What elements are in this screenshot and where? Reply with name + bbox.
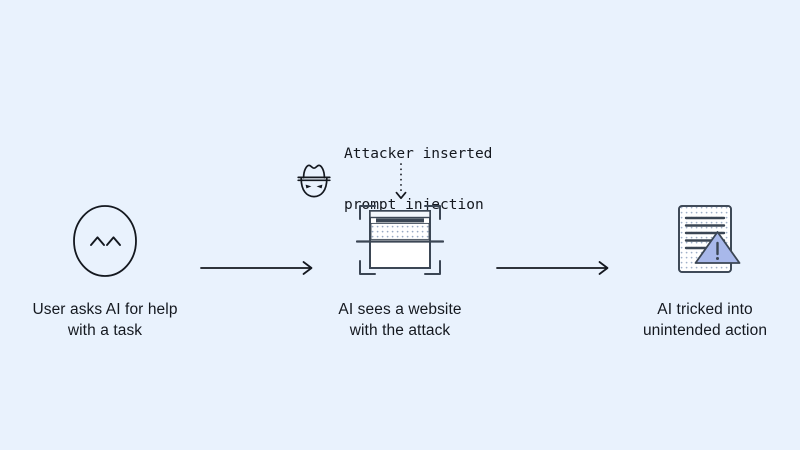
attacker-annotation-text: Attacker inserted prompt injection [344, 112, 492, 248]
step-1-caption-line-2: with a task [67, 322, 143, 339]
face-circle-icon [73, 205, 137, 277]
step-user-asks: User asks AI for help with a task [0, 200, 220, 341]
attacker-annotation: Attacker inserted prompt injection [293, 112, 492, 248]
step-1-caption: User asks AI for help with a task [32, 299, 177, 341]
connector-arrow-2 [496, 261, 609, 275]
attacker-text-line-1: Attacker inserted [344, 146, 493, 162]
step-1-caption-line-1: User asks AI for help [32, 301, 178, 318]
step-3-caption-line-2: unintended action [642, 322, 768, 339]
step-3-icon-wrap [665, 200, 745, 282]
step-ai-sees-website: AI sees a website with the attack [285, 200, 515, 341]
dotted-down-arrow-icon [395, 163, 407, 200]
step-2-icon-wrap [356, 200, 444, 282]
attacker-hat-face-icon [297, 164, 331, 198]
document-warning-icon [678, 205, 741, 273]
connector-arrow-1 [200, 261, 313, 275]
step-2-caption: AI sees a website with the attack [338, 299, 461, 341]
steps-row: User asks AI for help with a task [0, 200, 800, 340]
step-1-icon-wrap [66, 200, 144, 282]
step-3-caption-line-1: AI tricked into [657, 301, 753, 318]
step-3-caption: AI tricked into unintended action [643, 299, 767, 341]
step-2-caption-line-1: AI sees a website [338, 301, 462, 318]
step-2-caption-line-2: with the attack [349, 322, 451, 339]
browser-scan-icon [356, 205, 444, 275]
step-ai-tricked: AI tricked into unintended action [590, 200, 800, 341]
